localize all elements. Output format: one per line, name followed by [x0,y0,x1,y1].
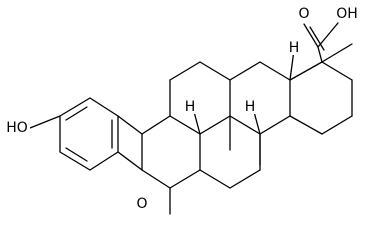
hydrogen-label-3: H [245,99,256,115]
ring-oxygen-label: O [136,196,147,212]
carboxyl-oxygen-label: O [298,6,309,22]
hydrogen-label-2: H [185,99,196,115]
hydrogen-label-1: H [289,40,300,56]
methyl-groups [169,43,353,215]
ring-bonds [29,61,353,189]
carboxyl-hydroxyl-label: OH [336,6,358,22]
stereo-hydrogens: H H H [184,40,300,135]
molecule-structure: H H H O OH HO O [4,6,360,215]
phenol-hydroxyl-label: HO [6,120,28,136]
atom-labels: O OH HO O [4,6,360,212]
carboxylic-acid-group [303,22,339,63]
